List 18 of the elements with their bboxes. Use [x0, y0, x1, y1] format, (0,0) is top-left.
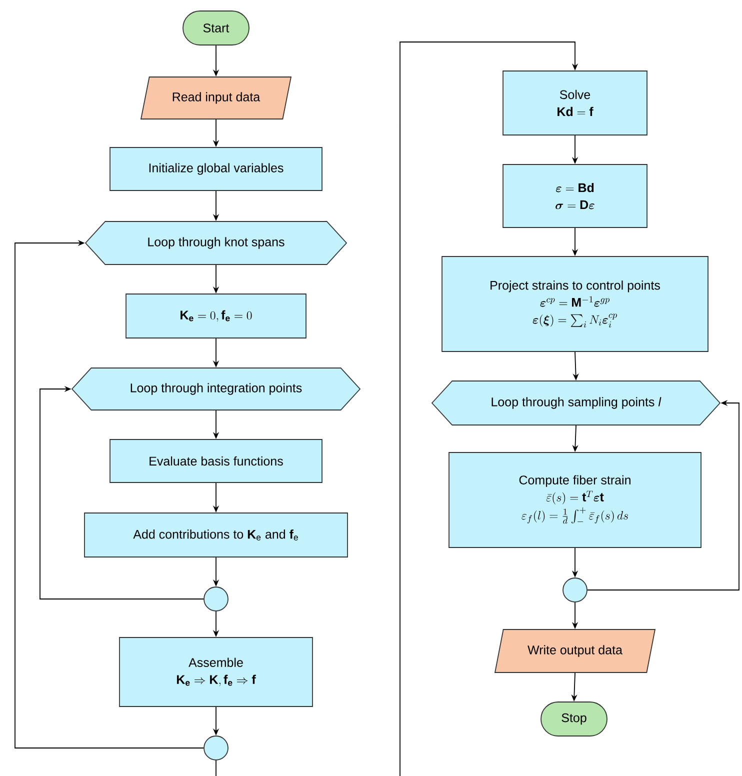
connector-circle	[204, 736, 228, 760]
loop-hexagon: Loop through knot spans	[84, 221, 348, 265]
process-box: Solve $\mathbf{Kd} = \mathbf{f}$	[502, 70, 648, 136]
arrow	[216, 42, 578, 776]
process-box: Evaluate basis functions	[110, 439, 322, 483]
process-box: Add contributions to K$_{e}$ and f$_{e}$	[84, 512, 348, 558]
process-box: $\mathbf{K_e} = 0, \mathbf{f_e} = 0$	[126, 294, 306, 338]
process-box: Assemble $\mathbf{K_e} \Rightarrow \mathbf{K}, \mathbf{f_e} \Rightarrow \mathbf{f}$	[119, 637, 313, 707]
arrow	[40, 386, 204, 600]
process-box: Project strains to control points $\boldsymbol{\varepsilon}^{cp} = \mathbf{M}^{-1}\boldsymbol{\varepsilon}^{gp}$ $\boldsymbol{\varepsilon}(\boldsymbol{\xi}) = \sum_i N_i \boldsymbol{\varepsilon}_i^{cp}$	[442, 256, 708, 352]
process-box: Initialize global variables	[110, 147, 322, 191]
process-box: Compute fiber strain $\bar{\varepsilon}(s) = \mathbf{t}^T \boldsymbol{\varepsilon}\mathbf{t}$ $\varepsilon_f(l) = \frac{1}{d}\int_-^+ \bar{\varepsilon}_f(s)\,ds$	[448, 452, 702, 548]
loop-hexagon: Loop through integration points	[71, 368, 361, 410]
connector-circle	[562, 578, 588, 602]
arrow	[14, 240, 204, 748]
process-box: $\boldsymbol{\varepsilon} = \mathbf{Bd}$ $\boldsymbol{\sigma} = \mathbf{D}\boldsymbol{\varepsilon}$	[502, 164, 648, 228]
connector-circle	[204, 586, 228, 612]
loop-hexagon: Loop through sampling points l	[431, 380, 721, 426]
